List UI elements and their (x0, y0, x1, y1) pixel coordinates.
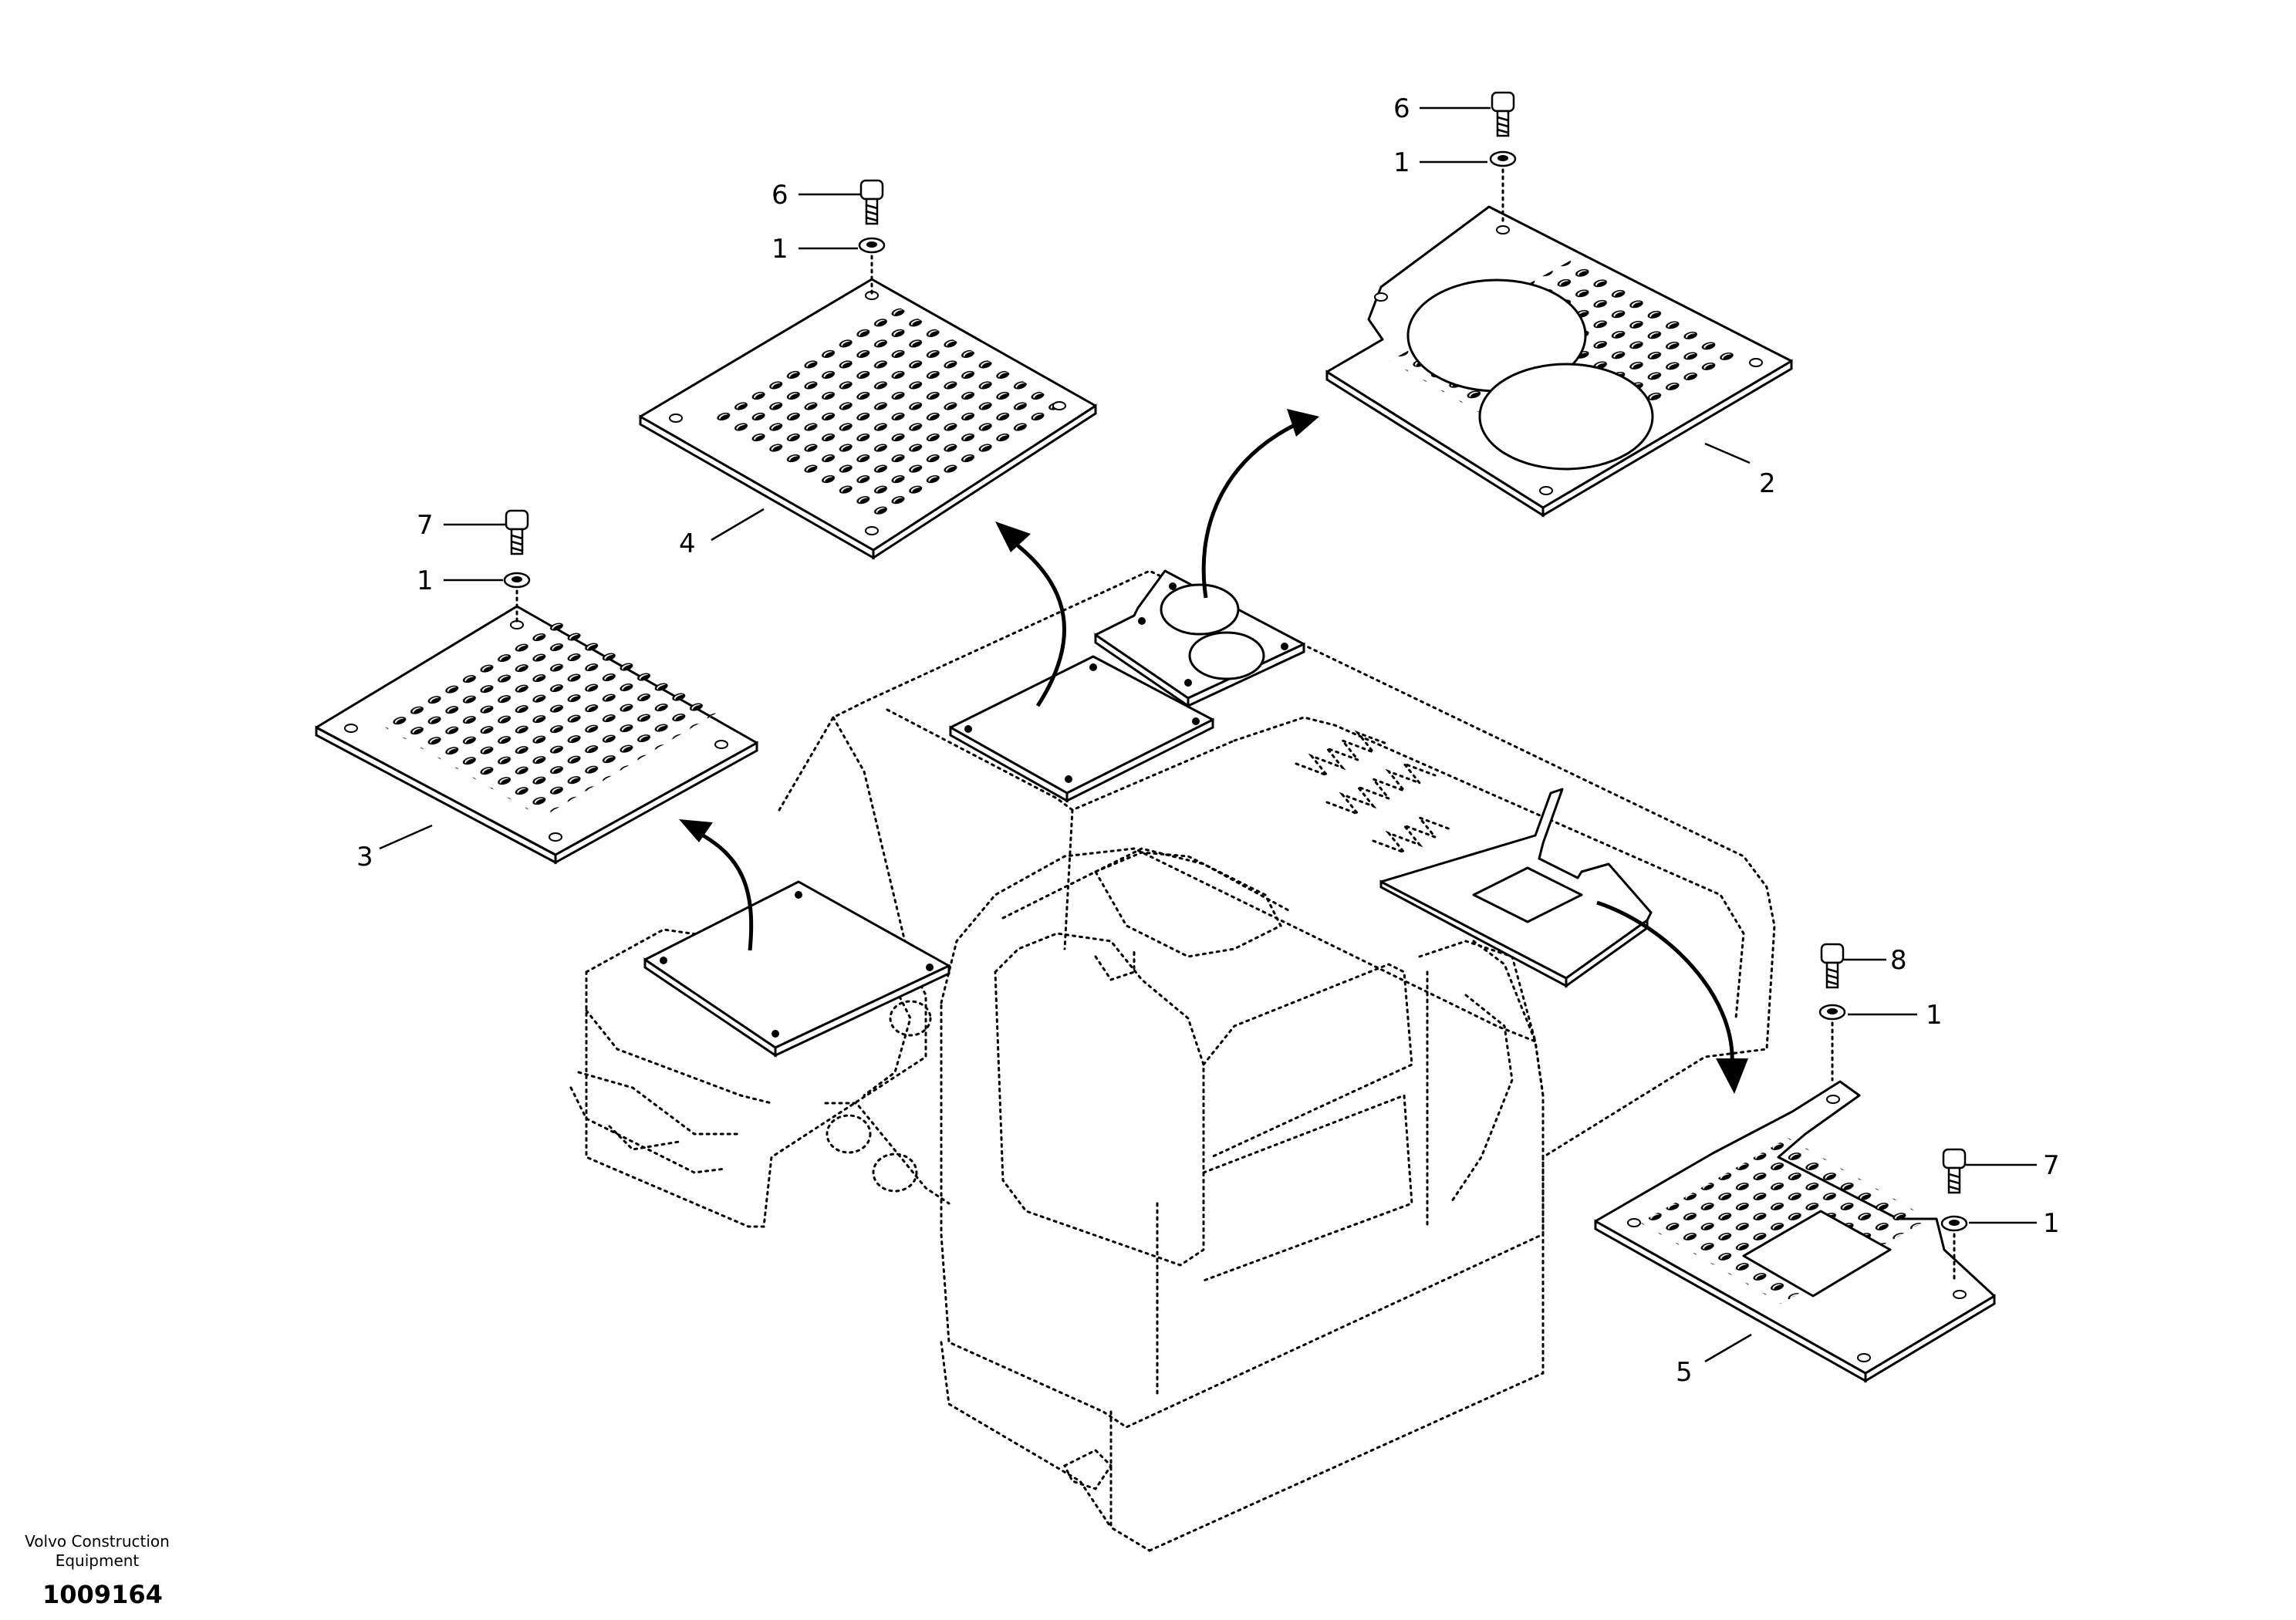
plate-2 (1325, 205, 1793, 518)
installed-plate-4 (949, 655, 1214, 803)
callout-1-right-lower: 1 (2043, 1208, 2060, 1239)
callout-4: 4 (679, 528, 696, 559)
fastener-stack-plate-5-right (1940, 1148, 1968, 1282)
arrow-to-plate-3 (679, 819, 754, 951)
installed-plate-2 (1094, 569, 1305, 708)
document-number: 1009164 (42, 1580, 163, 1609)
callout-8: 8 (1890, 945, 1907, 976)
arrow-to-plate-5 (1596, 900, 1748, 1094)
callout-1-left: 1 (417, 565, 434, 596)
plate-5 (1594, 1080, 1996, 1383)
callout-1-top-right: 1 (1393, 147, 1410, 178)
callout-3: 3 (356, 842, 373, 872)
callout-5: 5 (1676, 1357, 1693, 1388)
callout-1-right-upper: 1 (1926, 1000, 1943, 1031)
fastener-stack-plate-3 (503, 509, 531, 623)
callout-6-top-right: 6 (1393, 93, 1410, 124)
installed-plate-5 (1379, 788, 1653, 988)
callout-6-top-left: 6 (772, 180, 788, 211)
brand-line-2: Equipment (56, 1551, 140, 1570)
brand-line-1: Volvo Construction (25, 1532, 170, 1551)
arrow-to-plate-4 (995, 521, 1067, 707)
fastener-stack-plate-2 (1489, 91, 1517, 225)
arrow-to-plate-2 (1201, 409, 1319, 599)
plate-4 (639, 278, 1097, 560)
installed-plate-3 (643, 880, 950, 1058)
footer-block: Volvo Construction Equipment 1009164 (25, 1532, 170, 1609)
callout-2: 2 (1759, 468, 1776, 499)
callout-1-top-left: 1 (772, 234, 788, 265)
callout-7-left: 7 (417, 510, 434, 541)
fastener-stack-plate-4 (858, 179, 886, 295)
fastener-stack-plate-5-left (1818, 943, 1846, 1082)
callout-7-right: 7 (2043, 1150, 2060, 1181)
plate-3 (315, 605, 758, 865)
excavator-upper-structure (569, 569, 1776, 1552)
callout-labels: 6 1 6 1 7 1 4 3 2 8 1 7 1 5 (356, 93, 2060, 1388)
leader-lines (379, 106, 2037, 1363)
